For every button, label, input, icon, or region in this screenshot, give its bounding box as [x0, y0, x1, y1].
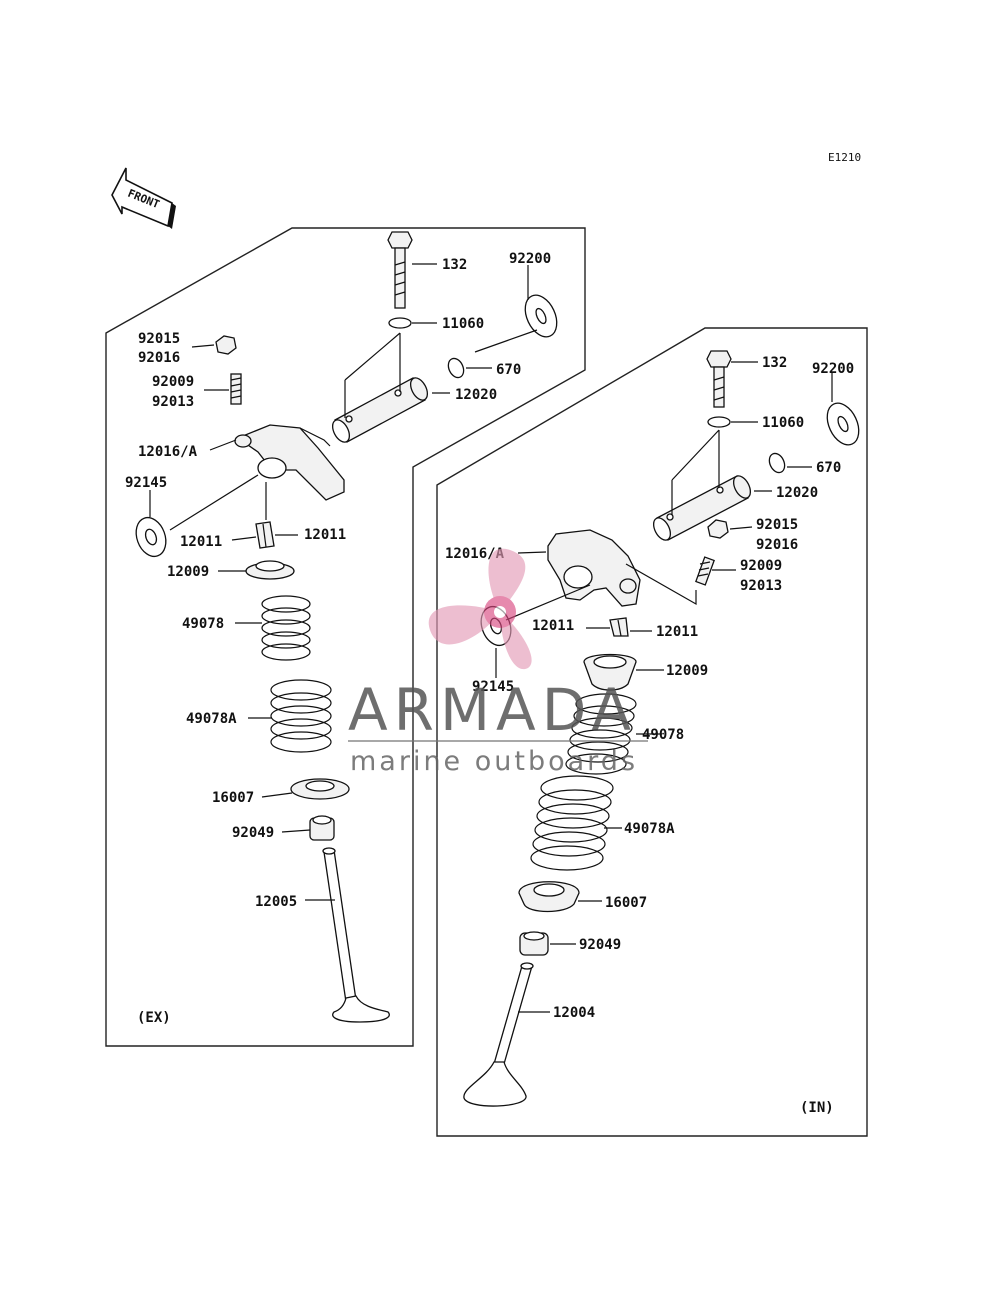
in-inner-spring-icon — [565, 693, 637, 775]
ex-label-washer: 11060 — [442, 316, 484, 332]
in-label-valve: 12004 — [553, 1005, 595, 1021]
in-retainer-icon — [583, 653, 637, 691]
in-shaft-icon — [652, 475, 752, 541]
in-label-washer: 11060 — [762, 415, 804, 431]
ex-o-ring-icon — [447, 357, 465, 379]
in-label-o-ring: 670 — [816, 460, 841, 476]
ex-label-nut-b: 92016 — [138, 350, 180, 366]
ex-inner-spring-icon — [261, 595, 311, 661]
diagram-code: E1210 — [828, 151, 861, 164]
in-label-nut-b: 92016 — [756, 537, 798, 553]
in-label-stem-seal: 92049 — [579, 937, 621, 953]
in-stem-seal-icon — [519, 931, 549, 956]
ex-spring-seat-icon — [290, 778, 350, 800]
in-label-screw-a: 92009 — [740, 558, 782, 574]
in-label-nut-a: 92015 — [756, 517, 798, 533]
in-label-tab-washer: 92145 — [472, 679, 514, 695]
ex-label-stem-seal: 92049 — [232, 825, 274, 841]
in-rocker-arm-icon — [547, 529, 641, 607]
ex-label-cotter-left: 12011 — [180, 534, 222, 550]
in-label-cotter-left: 12011 — [532, 618, 574, 634]
exhaust-leader-lines — [149, 263, 538, 901]
propeller-logo-icon — [428, 548, 532, 670]
in-label-shaft: 12020 — [776, 485, 818, 501]
in-label-washer-cover: 92200 — [812, 361, 854, 377]
in-label-screw-b: 92013 — [740, 578, 782, 594]
in-spring-seat-icon — [518, 881, 580, 913]
ex-cover-washer-icon — [524, 294, 558, 338]
ex-rocker-arm-icon — [234, 424, 345, 501]
ex-retainer-icon — [245, 560, 295, 580]
in-cotter-icon — [609, 617, 629, 637]
ex-label-screw-a: 92009 — [152, 374, 194, 390]
in-valve-icon — [463, 962, 534, 1107]
in-label-rocker-arm: 12016/A — [445, 546, 505, 562]
ex-valve-icon — [322, 847, 390, 1023]
ex-tab-washer-icon — [135, 516, 167, 558]
ex-label-nut-a: 92015 — [138, 331, 180, 347]
exhaust-frame — [105, 227, 586, 1047]
in-screw-icon — [695, 556, 715, 586]
watermark-title: ARMADA — [348, 676, 637, 744]
ex-label-shaft: 12020 — [455, 387, 497, 403]
watermark-subtitle: marine outboards — [350, 746, 638, 777]
ex-label-inner-spring: 49078 — [182, 616, 224, 632]
exhaust-labels: 132 92200 11060 670 12020 92015 92016 92… — [125, 251, 551, 1026]
intake-frame — [436, 327, 868, 1137]
in-bolt-icon — [706, 350, 732, 408]
ex-nut-icon — [215, 335, 237, 355]
ex-shaft-icon — [331, 377, 429, 443]
ex-label-bolt: 132 — [442, 257, 467, 273]
intake-leader-lines — [495, 361, 833, 1013]
intake-labels: 132 92200 11060 670 12020 92015 92016 92… — [445, 355, 854, 1116]
in-outer-spring-icon — [530, 775, 614, 871]
ex-label-rocker-arm: 12016/A — [138, 444, 198, 460]
ex-bolt-icon — [387, 231, 413, 309]
ex-label-washer-cover: 92200 — [509, 251, 551, 267]
ex-label-screw-b: 92013 — [152, 394, 194, 410]
ex-label-outer-spring: 49078A — [186, 711, 237, 727]
in-label-inner-spring: 49078 — [642, 727, 684, 743]
in-section-label: (IN) — [800, 1100, 834, 1116]
ex-cotter-icon — [255, 521, 275, 549]
ex-label-spring-seat: 16007 — [212, 790, 254, 806]
ex-section-label: (EX) — [137, 1010, 171, 1026]
ex-label-tab-washer: 92145 — [125, 475, 167, 491]
in-label-bolt: 132 — [762, 355, 787, 371]
ex-label-valve: 12005 — [255, 894, 297, 910]
in-label-cotter-right: 12011 — [656, 624, 698, 640]
armada-watermark: ARMADA marine outboards — [348, 548, 648, 777]
in-nut-icon — [707, 519, 729, 539]
in-label-spring-seat: 16007 — [605, 895, 647, 911]
in-label-retainer: 12009 — [666, 663, 708, 679]
exhaust-parts — [135, 231, 558, 1023]
ex-washer-icon — [388, 317, 412, 329]
in-cover-washer-icon — [826, 402, 860, 446]
ex-outer-spring-icon — [270, 679, 332, 753]
ex-label-retainer: 12009 — [167, 564, 209, 580]
in-washer-icon — [707, 416, 731, 428]
ex-screw-icon — [230, 373, 242, 405]
ex-label-cotter-right: 12011 — [304, 527, 346, 543]
ex-label-o-ring: 670 — [496, 362, 521, 378]
in-o-ring-icon — [768, 452, 786, 474]
ex-stem-seal-icon — [309, 815, 335, 841]
in-label-outer-spring: 49078A — [624, 821, 675, 837]
front-arrow-icon: FRONT — [111, 167, 176, 229]
